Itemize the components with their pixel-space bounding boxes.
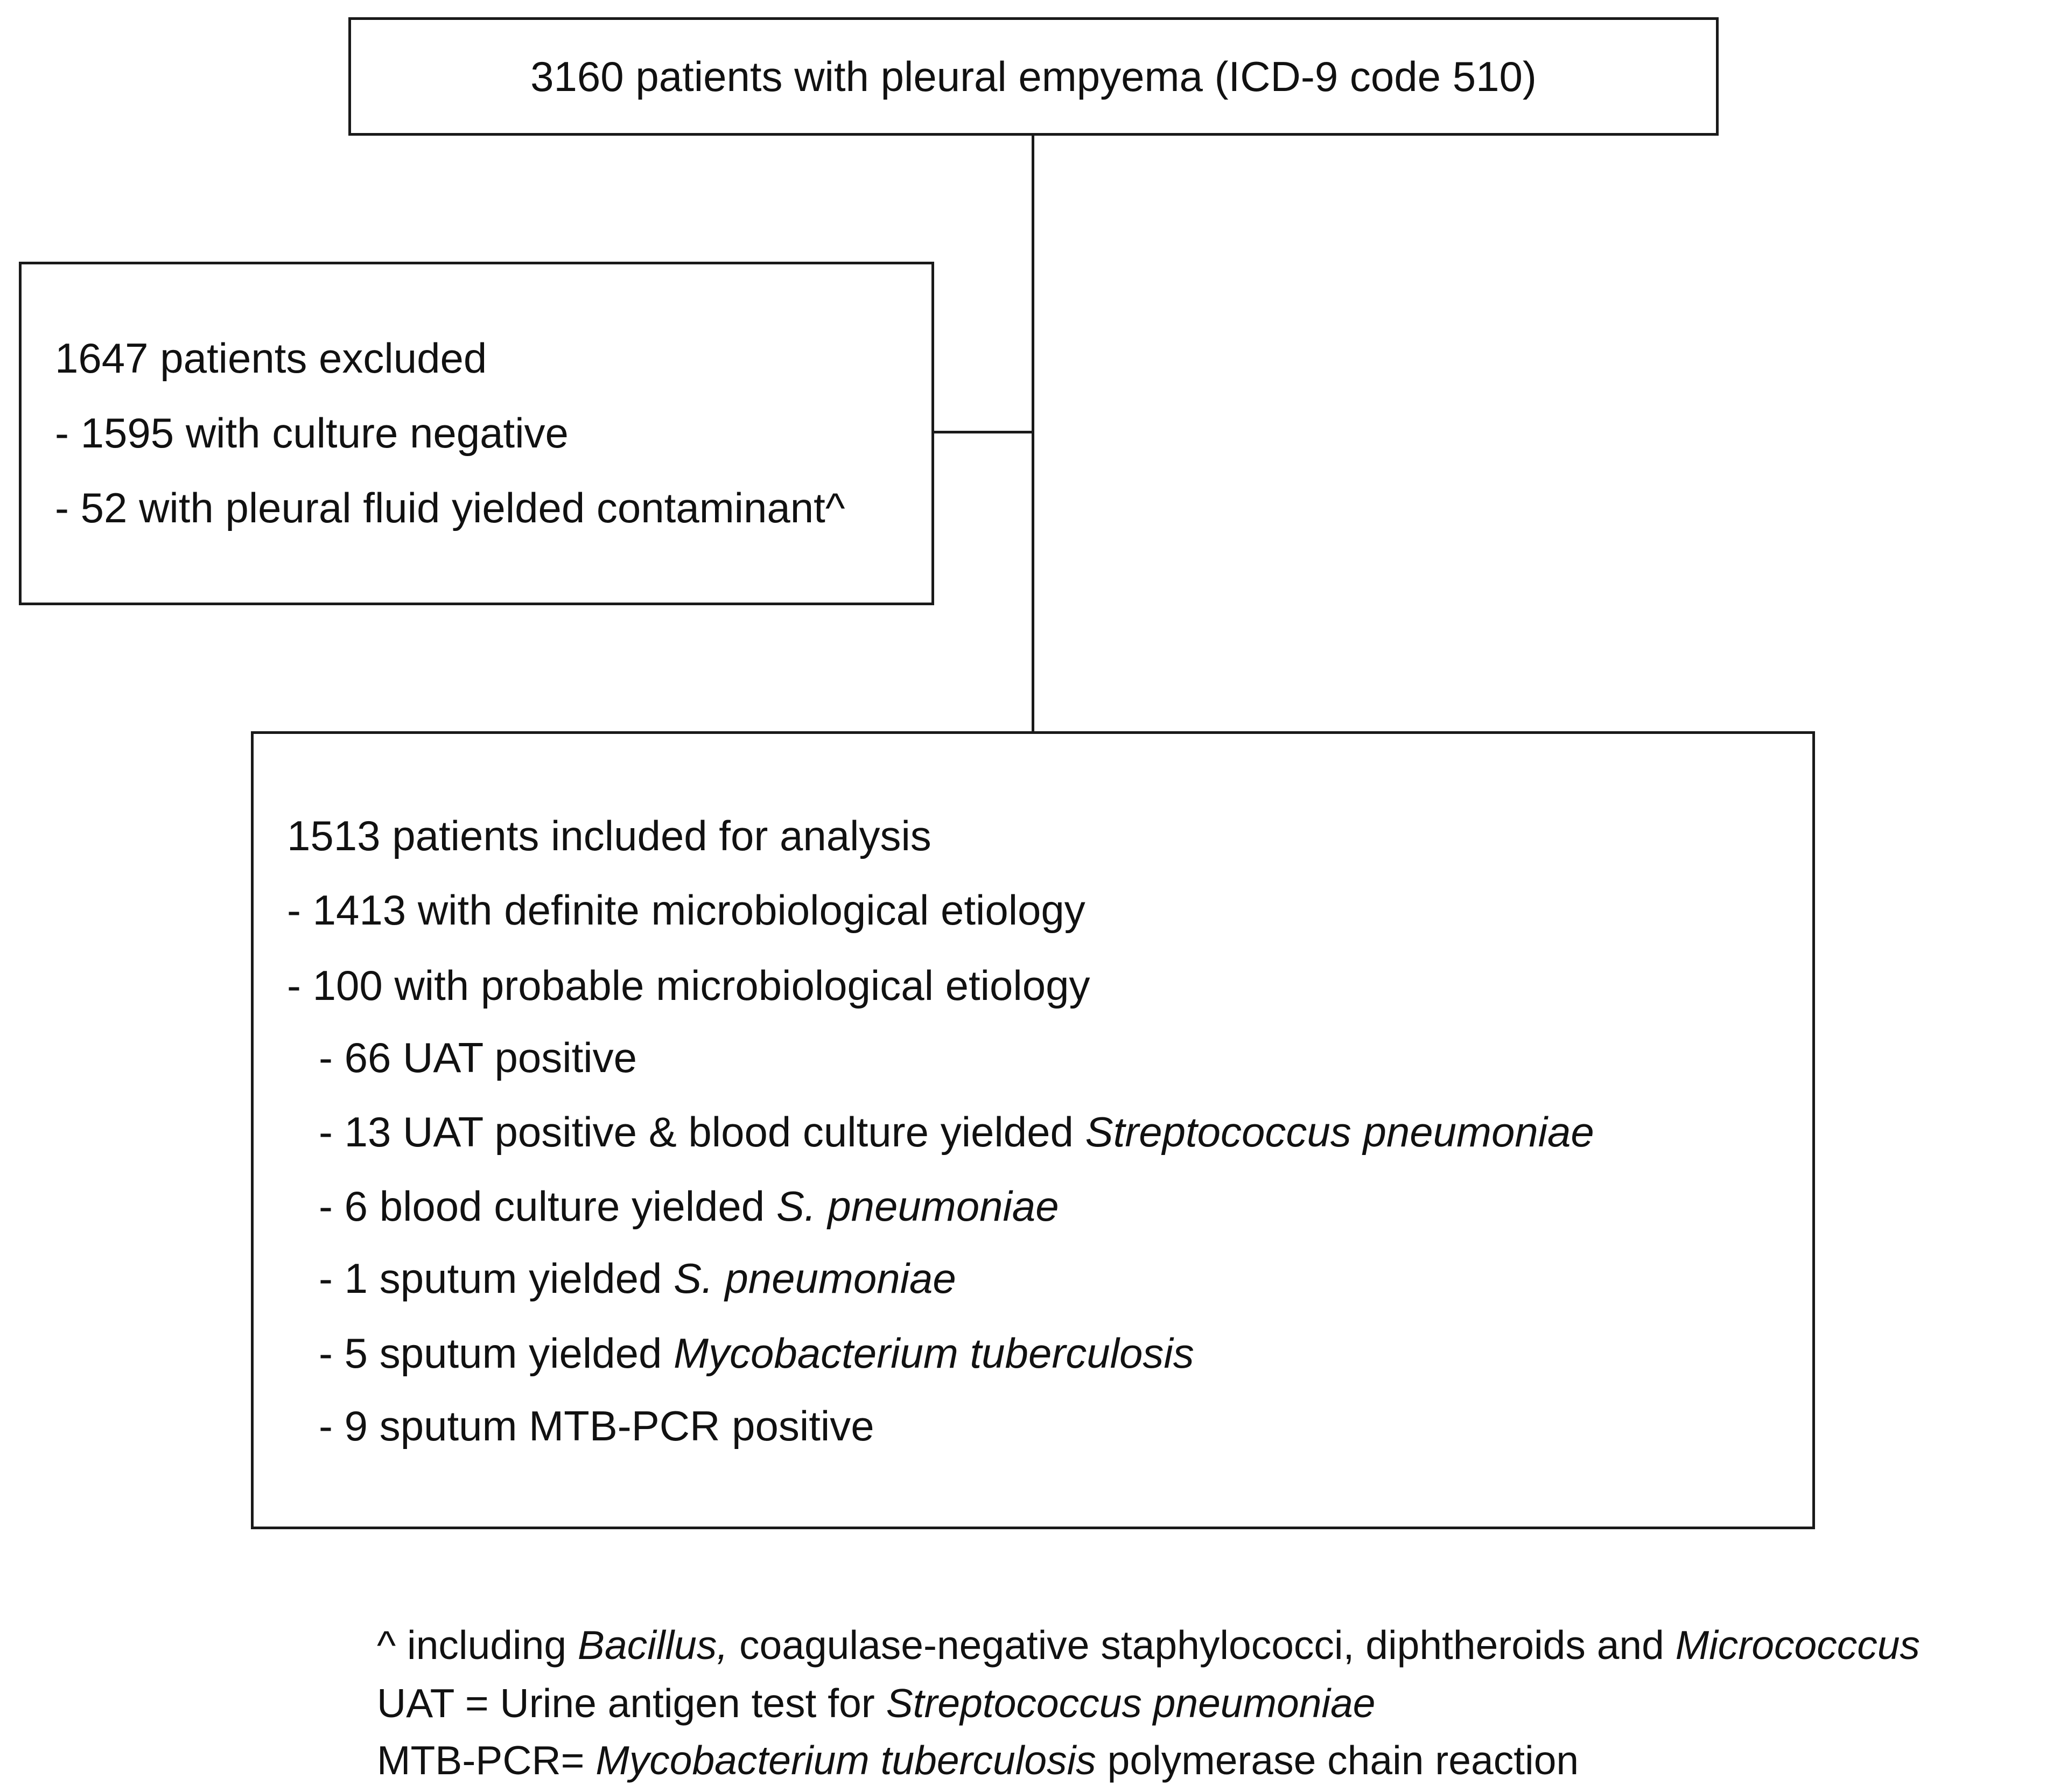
included-item: - 1413 with definite microbiological eti… — [287, 886, 1085, 934]
box-included: 1513 patients included for analysis - 14… — [251, 731, 1815, 1529]
footnote-mtb-pcr: MTB-PCR= Mycobacterium tuberculosis poly… — [377, 1738, 1579, 1783]
connector-vertical — [1032, 136, 1034, 731]
included-subitem: - 1 sputum yielded S. pneumoniae — [319, 1255, 956, 1302]
box-excluded: 1647 patients excluded - 1595 with cultu… — [19, 262, 934, 605]
footnote-contaminant: ^ including Bacillus, coagulase-negative… — [377, 1622, 1920, 1668]
excluded-item: - 1595 with culture negative — [55, 409, 569, 457]
included-subitem: - 6 blood culture yielded S. pneumoniae — [319, 1182, 1059, 1230]
connector-to-excluded — [934, 431, 1034, 433]
box-all-patients: 3160 patients with pleural empyema (ICD-… — [348, 17, 1719, 136]
included-subitem: - 5 sputum yielded Mycobacterium tubercu… — [319, 1329, 1194, 1377]
excluded-item: - 52 with pleural fluid yielded contamin… — [55, 484, 845, 531]
included-subitem: - 13 UAT positive & blood culture yielde… — [319, 1108, 1594, 1156]
all-patients-text: 3160 patients with pleural empyema (ICD-… — [530, 52, 1537, 100]
included-item: - 100 with probable microbiological etio… — [287, 962, 1090, 1009]
footnote-uat: UAT = Urine antigen test for Streptococc… — [377, 1681, 1376, 1726]
included-subitem: - 9 sputum MTB-PCR positive — [319, 1402, 874, 1450]
included-heading: 1513 patients included for analysis — [287, 812, 931, 859]
excluded-heading: 1647 patients excluded — [55, 334, 487, 382]
included-subitem: - 66 UAT positive — [319, 1034, 637, 1081]
